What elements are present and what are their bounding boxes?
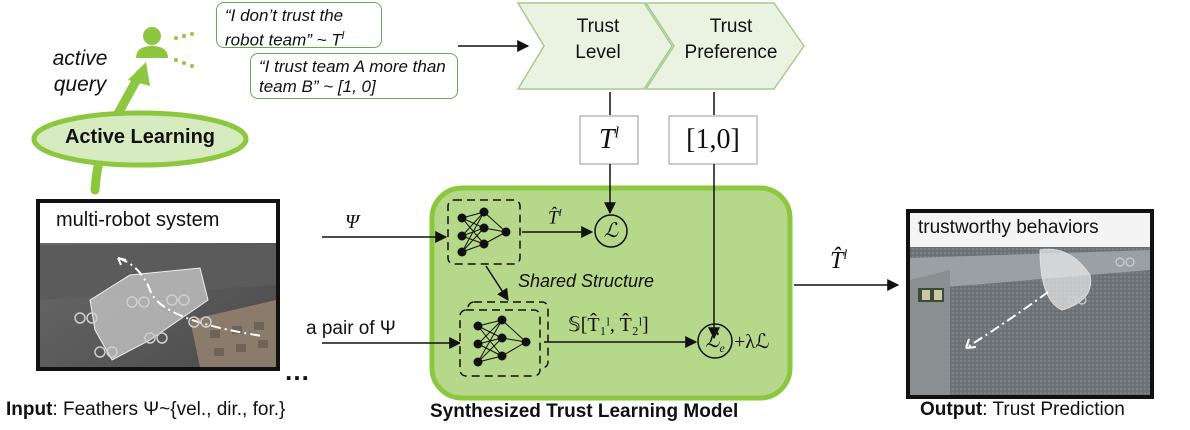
that-label: T̂: [548, 207, 559, 229]
output-caption-rest: : Trust Prediction: [982, 399, 1125, 420]
shared-structure-arrow: [485, 265, 509, 302]
input-ellipsis: …: [284, 356, 310, 386]
input-caption-rest: : Feathers Ψ~{vel., dir., for.}: [52, 399, 286, 420]
preference-quote-bubble: “I trust team A more than team B” ~ [1, …: [250, 53, 458, 99]
trust-level-quote-bubble: “I don’t trust the robot team” ~ Tl: [216, 2, 382, 50]
psi-label: Ψ: [345, 211, 360, 233]
input-caption-bold: Input: [6, 399, 53, 420]
preference-quote: “I trust team A more than team B” ~ [1, …: [259, 57, 446, 96]
active-learning-label: Active Learning: [64, 126, 216, 148]
active-learning-ellipse: [31, 110, 249, 168]
shared-structure-label: Shared Structure: [518, 271, 655, 291]
loss-e-node: [697, 323, 733, 359]
preference-target-box: [668, 115, 758, 165]
trust-level-quote: “I don’t trust the robot team” ~ T: [225, 6, 344, 50]
loss-e-symbol: ℒ: [705, 330, 720, 352]
loss-symbol: ℒ: [603, 220, 619, 242]
loss-node: [594, 214, 628, 248]
active-query-arrowhead: [128, 62, 150, 86]
trust-level-target-box: [579, 115, 639, 165]
chevron-trust-preference-line1: Trust: [709, 16, 753, 37]
chevron-trust-level-line2: Level: [575, 42, 621, 63]
neural-network-top: [447, 199, 521, 265]
active-query-label-line2: query: [53, 73, 107, 96]
chevron-trust-preference-line2: Preference: [684, 42, 778, 63]
chevron-trust-level: [516, 2, 673, 90]
output-arrow-label-sup: l: [843, 248, 848, 263]
person-icon: [136, 27, 168, 58]
input-panel-label: multi-robot system: [40, 203, 276, 243]
trust-level-target-sup: l: [614, 124, 620, 142]
pair-expression: 𝕊[T̂₁ˡ, T̂₂ˡ]: [568, 314, 649, 336]
pair-label: a pair of Ψ: [306, 318, 396, 339]
active-query-label-line1: active: [52, 47, 108, 70]
preference-target-symbol: [1,0]: [686, 124, 740, 155]
output-caption-bold: Output: [920, 399, 983, 420]
chevron-trust-level-line1: Trust: [576, 16, 620, 37]
output-panel-label: trustworthy behaviors: [910, 213, 1150, 247]
trust-level-target-symbol: T: [598, 124, 615, 155]
trust-level-quote-sup: l: [341, 30, 345, 42]
that-sup: l: [558, 207, 562, 219]
speech-dots-icon: [174, 32, 194, 68]
neural-network-bottom: [459, 301, 549, 377]
loss-e-sub: e: [719, 341, 725, 355]
chevron-trust-preference: [644, 2, 805, 90]
model-caption: Synthesized Trust Learning Model: [430, 401, 739, 422]
regularization-term: +λℒ: [734, 331, 770, 353]
active-query-arrow: [90, 69, 145, 195]
output-arrow-label: T̂: [830, 248, 844, 274]
